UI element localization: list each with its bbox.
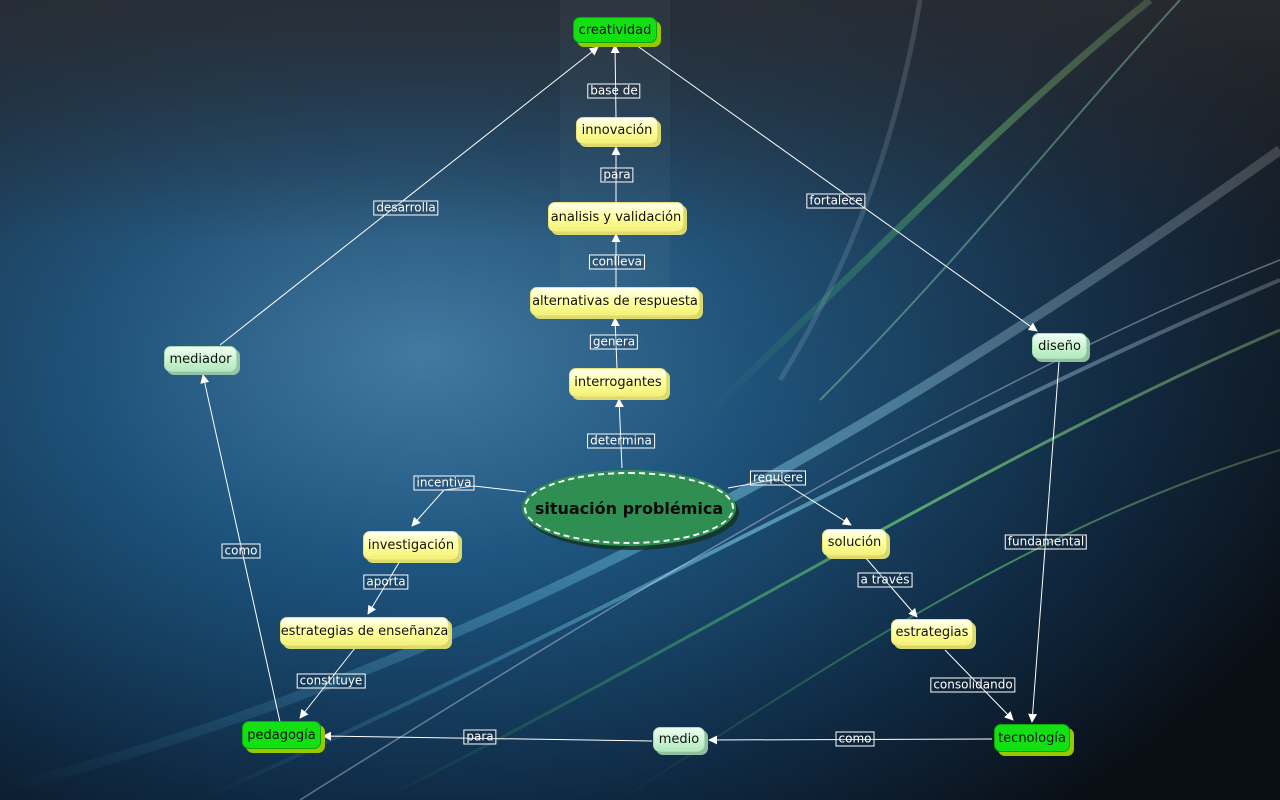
link-investigacion-estrategias-ens <box>367 560 401 615</box>
concept-pedagogia[interactable]: pedagogía <box>242 721 321 749</box>
link-medio-pedagogia <box>322 731 653 742</box>
concept-alternativas-label: alternativas de respuesta <box>532 294 698 309</box>
link-label-incentiva: incentiva <box>413 475 475 491</box>
concept-situacion-problemica-label: situación problémica <box>534 498 724 518</box>
concept-tecnologia-label: tecnología <box>998 730 1066 746</box>
concept-investigacion-label: investigación <box>367 538 455 553</box>
concept-situacion-problemica[interactable]: situación problémica <box>522 470 736 546</box>
link-label-fortalece: fortalece <box>806 193 866 209</box>
link-label-desarrolla: desarrolla <box>373 200 439 216</box>
concept-mediador-label: mediador <box>169 351 232 367</box>
concept-mediador[interactable]: mediador <box>164 346 237 372</box>
link-estrategias-ens-pedagogia <box>299 647 356 719</box>
concept-investigacion[interactable]: investigación <box>363 531 459 560</box>
link-tecnologia-medio <box>708 735 993 745</box>
concept-innovacion-label: innovación <box>581 123 653 138</box>
link-label-determina: determina <box>587 433 655 449</box>
concept-solucion[interactable]: solución <box>822 529 887 556</box>
link-label-genera: genera <box>589 334 639 350</box>
link-label-para-medio: para <box>463 729 497 745</box>
concept-diseno[interactable]: diseño <box>1032 333 1087 359</box>
link-label-requiere: requiere <box>749 470 807 486</box>
concept-pedagogia-label: pedagogía <box>247 727 316 743</box>
link-label-conlleva: conlleva <box>588 254 646 270</box>
concept-tecnologia[interactable]: tecnología <box>994 724 1070 752</box>
link-label-para: para <box>600 167 634 183</box>
link-label-como-tecnologia: como <box>835 731 875 747</box>
link-estrategias-tecnologia <box>944 649 1014 721</box>
link-diseno-tecnologia <box>1028 361 1060 723</box>
concept-interrogantes-label: interrogantes <box>574 375 662 390</box>
link-label-consolidando: consolidando <box>930 677 1016 693</box>
link-label-a-traves: a través <box>857 572 913 588</box>
link-creatividad-diseno <box>635 44 1038 332</box>
concept-creatividad-label: creatividad <box>578 22 652 38</box>
link-situacion-solucion <box>727 478 852 526</box>
link-label-constituye: constituye <box>296 673 366 689</box>
concept-creatividad[interactable]: creatividad <box>573 17 657 43</box>
concept-estrategias-ensenanza-label: estrategias de enseñanza <box>280 624 449 639</box>
link-innovacion-creatividad <box>610 44 620 119</box>
concept-innovacion[interactable]: innovación <box>576 117 658 144</box>
concept-medio-label: medio <box>658 732 700 747</box>
concept-analisis-label: analisis y validación <box>550 209 682 225</box>
link-mediador-creatividad <box>219 46 599 346</box>
link-label-fundamental: fundamental <box>1004 534 1088 550</box>
concept-estrategias-ensenanza[interactable]: estrategias de enseñanza <box>280 617 449 646</box>
concept-medio[interactable]: medio <box>653 727 705 752</box>
concept-interrogantes[interactable]: interrogantes <box>569 368 667 397</box>
concept-analisis-validacion[interactable]: analisis y validación <box>548 202 684 232</box>
link-label-aporta: aporta <box>363 574 409 590</box>
concept-estrategias-label: estrategias <box>895 625 969 640</box>
concept-estrategias[interactable]: estrategias <box>891 619 973 646</box>
link-pedagogia-mediador <box>200 374 281 723</box>
concept-diseno-label: diseño <box>1038 338 1081 354</box>
link-situacion-investigacion <box>411 485 527 527</box>
concept-alternativas[interactable]: alternativas de respuesta <box>530 287 700 316</box>
link-label-base-de: base de <box>587 83 641 99</box>
link-label-como: como <box>221 543 261 559</box>
link-interrogantes-alternativas <box>610 317 620 369</box>
concept-solucion-label: solución <box>827 535 882 550</box>
